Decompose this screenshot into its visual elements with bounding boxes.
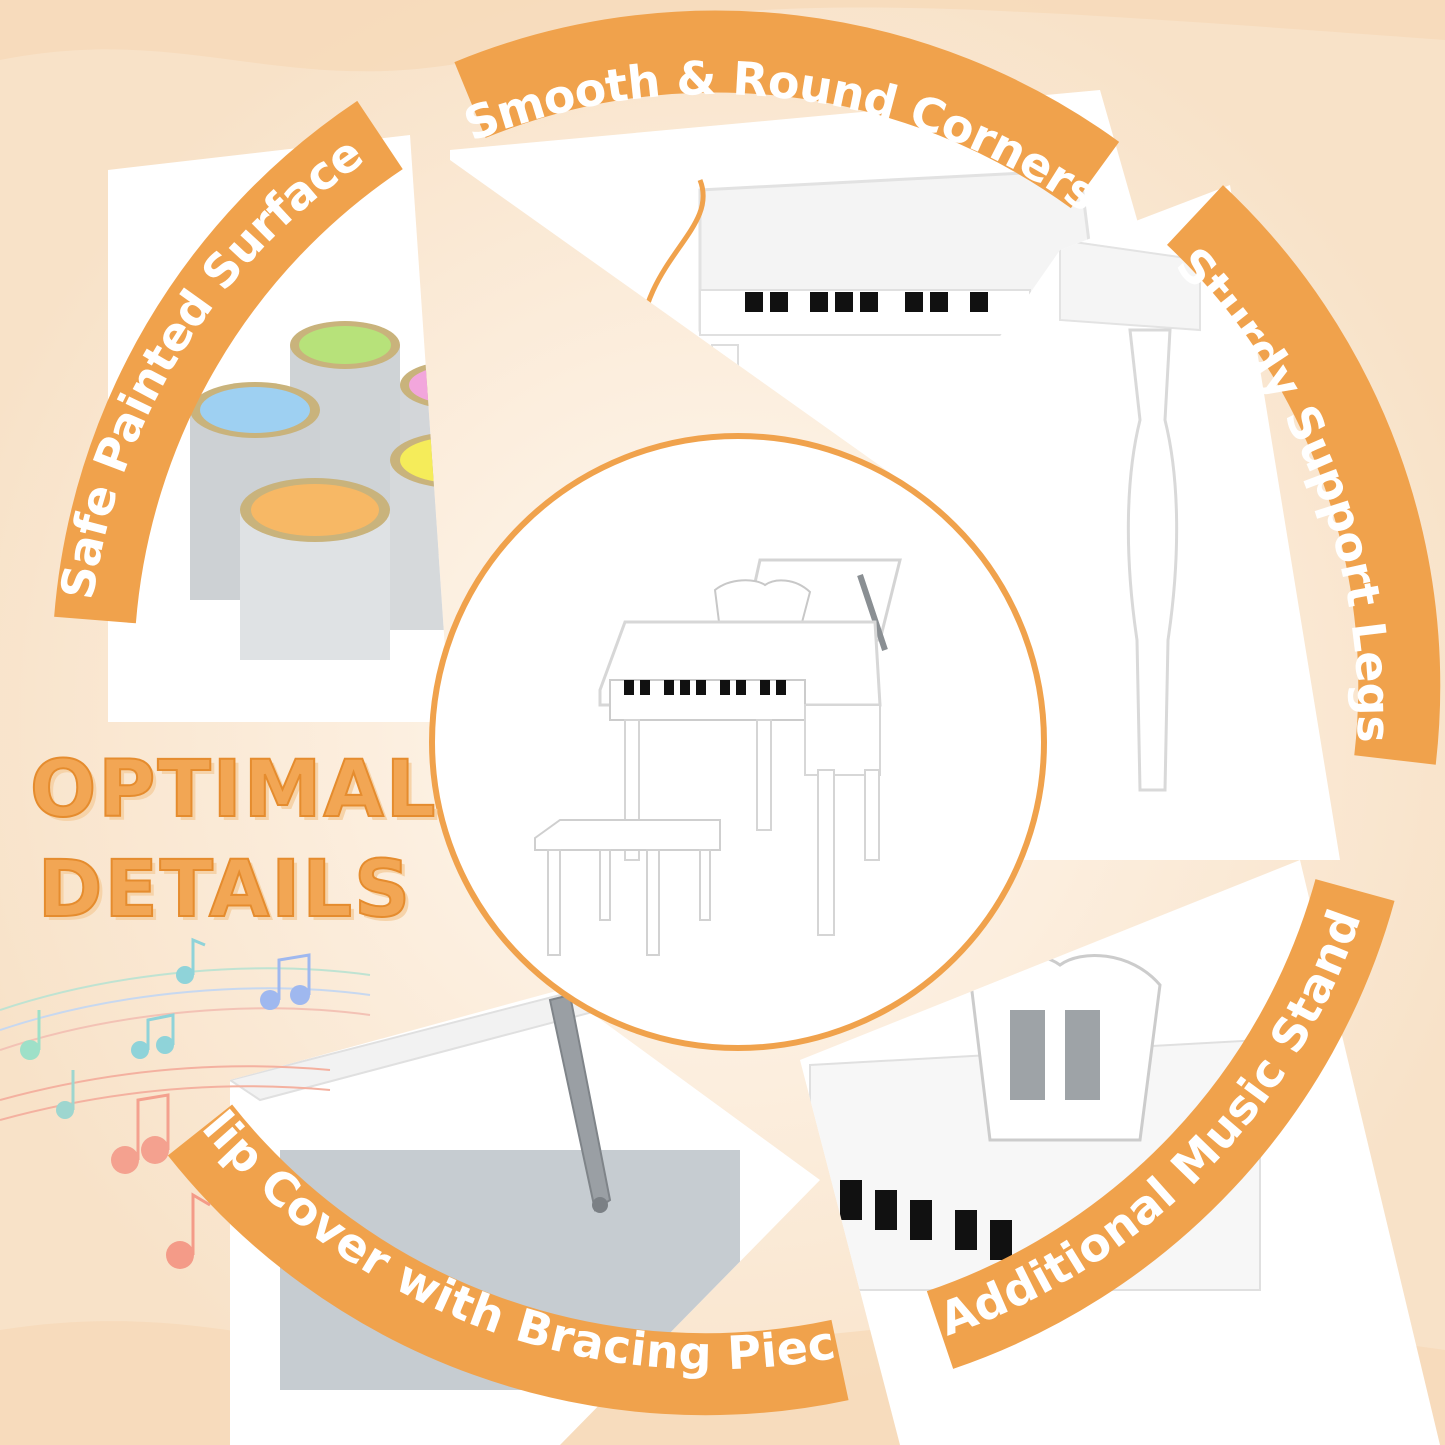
- background-wave: [0, 0, 1445, 72]
- center-piano-keys: [624, 680, 786, 695]
- center-product-circle: [429, 433, 1047, 1051]
- music-note-icon: [111, 1093, 170, 1174]
- music-note-icon: [131, 1013, 175, 1059]
- stand-piano-keys: [840, 1180, 1012, 1260]
- paint-green: [299, 326, 391, 364]
- turned-leg: [1126, 328, 1179, 792]
- banner-safe-surface: [54, 100, 403, 624]
- headline-line-2: DETAILS: [37, 844, 413, 936]
- music-note-icon: [260, 953, 311, 1010]
- music-note-icon: [176, 937, 206, 984]
- toy-piano-bench: [534, 819, 721, 956]
- banner-round-corners: [454, 10, 1120, 209]
- toy-grand-piano: [598, 558, 902, 936]
- headline-line-1: OPTIMAL: [29, 744, 438, 836]
- music-stand: [713, 579, 812, 631]
- paint-orange: [251, 484, 379, 536]
- piano-keys: [745, 292, 988, 312]
- banner-music-stand: [926, 879, 1395, 1369]
- music-note-icon: [166, 1192, 211, 1269]
- music-note-icon: [56, 1070, 75, 1119]
- paint-yellow: [400, 437, 450, 483]
- banner-flip-cover: [167, 1104, 849, 1416]
- banner-support-legs: [1166, 185, 1441, 765]
- music-note-icon: [20, 1010, 41, 1060]
- paint-blue: [200, 387, 310, 433]
